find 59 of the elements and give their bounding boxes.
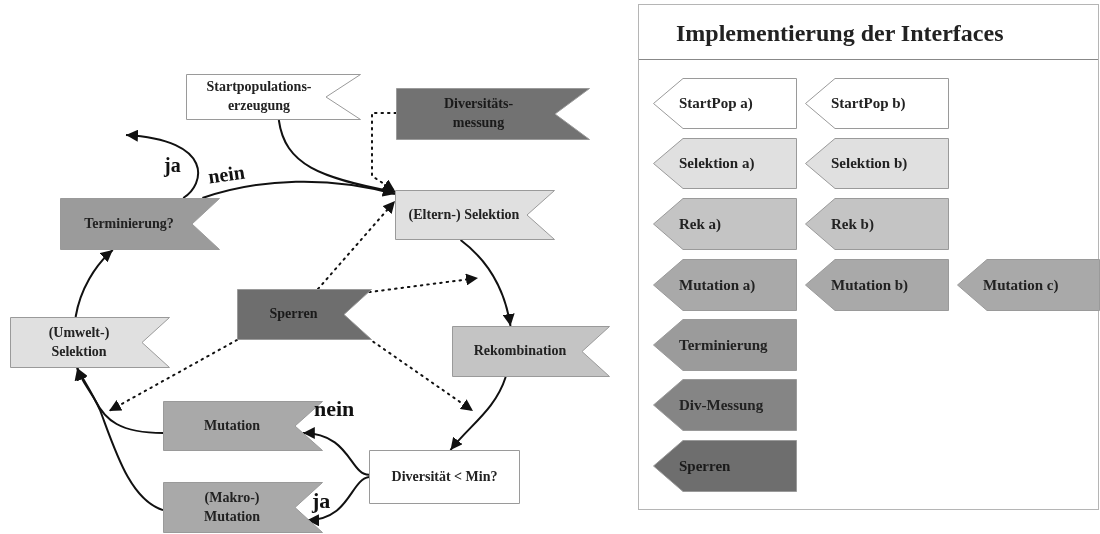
process-flag (10, 317, 170, 368)
process-flag (186, 74, 361, 120)
interface-tag (653, 198, 797, 250)
process-flag (452, 326, 610, 377)
node-label: Selektion b) (831, 154, 908, 174)
edge-label: nein (206, 161, 246, 187)
node-label: (Eltern-) Selektion (408, 205, 520, 224)
node-label: (Umwelt-) Selektion (47, 323, 111, 361)
node-label: Startpopulations-erzeugung (205, 78, 313, 115)
interface-tag (805, 259, 949, 311)
interface-tag (653, 78, 797, 129)
dotted-arrow (371, 112, 397, 192)
interface-panel (638, 4, 1099, 510)
edge-label: nein (314, 398, 355, 420)
process-flag (396, 88, 590, 140)
interface-tag (957, 259, 1100, 311)
decision-flag (60, 198, 220, 250)
node-label: Mutation c) (983, 275, 1059, 295)
interface-tag (805, 78, 949, 129)
arrow (125, 130, 199, 199)
interface-tag (653, 440, 797, 492)
arrow (76, 367, 164, 512)
edge-label: ja (312, 490, 331, 512)
node-label: Terminierung? (84, 214, 174, 233)
interface-tag (653, 319, 797, 371)
node-label: Mutation a) (679, 275, 756, 295)
decision-box (369, 450, 520, 504)
interface-tag (653, 138, 797, 189)
node-label: Diversität < Min? (391, 467, 498, 486)
node-label: Sperren (679, 456, 731, 476)
arrow (449, 376, 507, 451)
interface-tag (805, 198, 949, 250)
node-label: Selektion a) (679, 154, 755, 174)
node-label: Mutation b) (831, 275, 909, 295)
node-label: Rekombination (473, 342, 567, 361)
arrow (459, 239, 515, 327)
dotted-arrow (108, 339, 238, 412)
node-label: Rek a) (679, 214, 722, 234)
dotted-arrow (317, 200, 396, 290)
panel-heading: Implementierung der Interfaces (676, 19, 1004, 48)
interface-tag (653, 259, 797, 311)
node-label: StartPop a) (679, 94, 753, 114)
node-label: Mutation (204, 416, 260, 435)
node-label: StartPop b) (831, 94, 906, 114)
node-label: Sperren (269, 305, 318, 324)
arrow (277, 119, 396, 196)
arrow (74, 249, 114, 318)
dotted-arrow (368, 273, 479, 294)
node-label: Div-Messung (679, 395, 764, 415)
process-flag (395, 190, 555, 240)
node-label: Rek b) (831, 214, 874, 234)
node-label: Diversitäts-messung (442, 95, 515, 132)
process-flag (237, 289, 372, 340)
node-label: Terminierung (679, 335, 768, 355)
interface-tag (653, 379, 797, 431)
interface-tag (805, 138, 949, 189)
node-label: (Makro-) Mutation (203, 488, 261, 526)
arrow (201, 180, 396, 199)
edge-label: ja (164, 155, 181, 175)
